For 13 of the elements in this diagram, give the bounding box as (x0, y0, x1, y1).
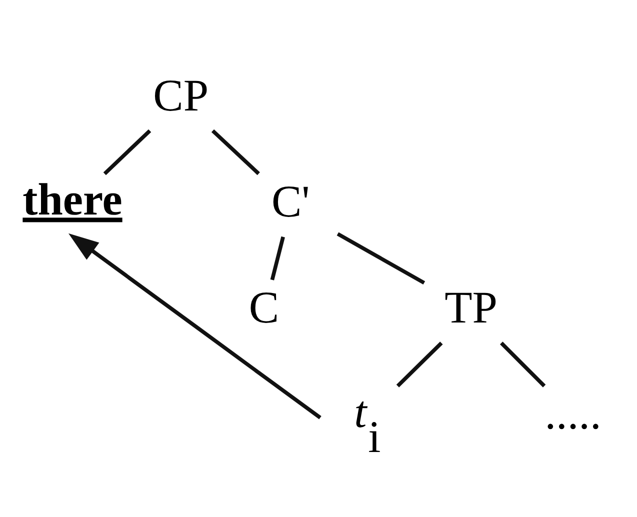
node-text: TP (444, 282, 498, 333)
connector (211, 129, 260, 176)
connector (336, 232, 426, 285)
connector (103, 129, 152, 176)
connector (396, 342, 443, 388)
connector (500, 342, 546, 388)
node-text: CP (153, 70, 209, 120)
arrow (68, 233, 322, 420)
connector (270, 236, 285, 280)
node-text: C (248, 282, 280, 333)
node-text: ..... (544, 388, 602, 439)
node-text: C' (272, 176, 310, 226)
node-text: there (22, 174, 122, 225)
